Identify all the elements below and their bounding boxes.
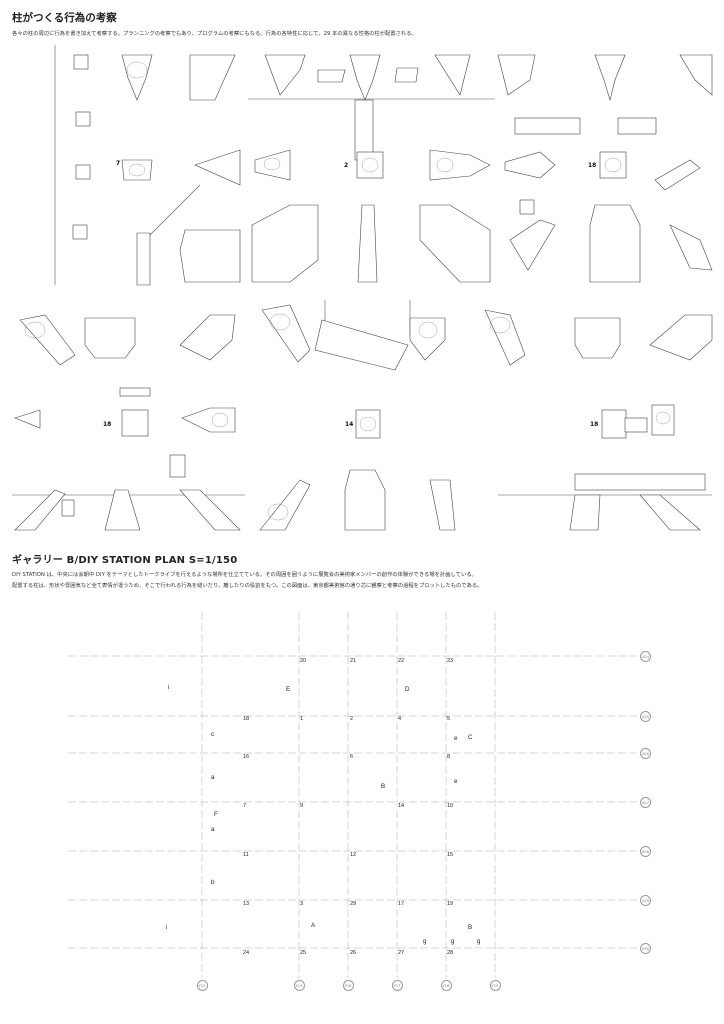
zone-label: g <box>451 938 455 945</box>
grid-axis-marker-bottom: Y18 <box>440 980 452 991</box>
column-number-label: 3 <box>300 901 304 907</box>
column-number-label: 7 <box>243 803 247 809</box>
grid-axis-marker-right: X29 <box>640 894 651 906</box>
column-number-label: 16 <box>243 754 250 760</box>
column-number-label: 1 <box>300 716 304 722</box>
grid-axis-marker-right: X28 <box>640 845 651 857</box>
column-number-label: 24 <box>243 950 250 956</box>
grid-axis-marker-bottom: Y15 <box>293 980 305 991</box>
column-number-label: 9 <box>300 803 304 809</box>
zone-label: E <box>286 686 291 693</box>
column-number-label: 28 <box>447 950 454 956</box>
column-number-label: 5 <box>447 716 451 722</box>
column-number-label: 19 <box>447 901 454 907</box>
grid-axis-marker-right: X26 <box>640 747 651 759</box>
sketch-panel-1: 7 <box>54 45 241 286</box>
grid-axis-marker-bottom: Y17 <box>391 980 403 991</box>
section-description: 各々の柱の周辺に行為を書き加えて考察する。プランニングの考察でもあり、プログラム… <box>12 31 417 37</box>
column-sketch-panels: 7 2 18 18 <box>12 45 713 531</box>
zone-label: i <box>168 684 170 691</box>
svg-text:18: 18 <box>590 421 598 428</box>
zone-label: c <box>211 731 215 738</box>
column-number-label: 17 <box>398 901 405 907</box>
section-title-column-study: 柱がつくる行為の考察 <box>12 12 117 24</box>
zone-label: e <box>454 735 458 742</box>
column-number-label: 2 <box>350 716 354 722</box>
column-number-label: 21 <box>350 658 357 664</box>
zone-label: a <box>211 774 215 781</box>
zone-label: C <box>468 734 473 741</box>
grid-axis-marker-bottom: Y16 <box>342 980 354 991</box>
column-number-label: 8 <box>447 754 451 760</box>
column-number-label: 25 <box>300 950 307 956</box>
column-number-label: 12 <box>350 852 357 858</box>
zone-label: g <box>477 938 481 945</box>
grid-axis-marker-right: X25 <box>640 710 651 722</box>
zone-label: B <box>468 924 473 931</box>
svg-text:14: 14 <box>345 421 353 428</box>
zone-label: e <box>454 778 458 785</box>
column-number-label: 11 <box>243 852 249 858</box>
column-number-label: 10 <box>447 803 454 809</box>
plan-description-line-1: DIY STATION は、中央には会期中 DIY をテーマとしたトークライブを… <box>12 572 477 578</box>
column-number-label: 15 <box>447 852 454 858</box>
grid-axis-marker-bottom: Y12 <box>196 980 208 991</box>
svg-text:18: 18 <box>103 421 111 428</box>
zone-label: B <box>381 783 386 790</box>
column-number-label: 26 <box>350 950 357 956</box>
plan-description-line-2: 配置する柱は、形状や雰囲気など全て表情が違うため、そこで行われる行為を縫いだり、… <box>12 583 483 589</box>
svg-text:18: 18 <box>588 162 596 169</box>
zone-label: F <box>214 811 218 818</box>
zone-label: a <box>211 826 215 833</box>
svg-text:2: 2 <box>344 162 348 169</box>
section-title-plan: ギャラリー B/DIY STATION PLAN S=1/150 <box>12 555 238 566</box>
column-number-label: 20 <box>300 658 307 664</box>
column-number-label: 23 <box>447 658 454 664</box>
grid-axis-marker-right: X27 <box>640 796 651 808</box>
sketch-panel-6: 18 <box>484 309 713 531</box>
sketch-panel-3: 18 <box>497 54 713 283</box>
zone-label: D <box>405 686 410 693</box>
sketch-panel-5: 14 <box>259 300 456 531</box>
grid-axis-marker-right: X24 <box>640 650 651 662</box>
column-number-label: 18 <box>243 716 250 722</box>
zone-label: g <box>423 938 427 945</box>
grid-axis-marker-bottom: Y19 <box>489 980 501 991</box>
zone-label: i <box>166 924 168 931</box>
column-number-label: 27 <box>398 950 405 956</box>
column-number-label: 29 <box>350 901 357 907</box>
sketch-panel-2: 2 <box>248 54 495 283</box>
zone-label: A <box>311 922 316 929</box>
column-number-label: 6 <box>350 754 354 760</box>
column-number-label: 13 <box>243 901 250 907</box>
svg-text:7: 7 <box>116 160 120 167</box>
column-number-label: 14 <box>398 803 405 809</box>
grid-axis-marker-right: X30 <box>640 942 651 954</box>
column-number-label: 22 <box>398 658 405 664</box>
zone-label: b <box>211 879 215 886</box>
sketch-panel-4: 18 <box>12 314 245 531</box>
column-number-label: 4 <box>398 716 402 722</box>
